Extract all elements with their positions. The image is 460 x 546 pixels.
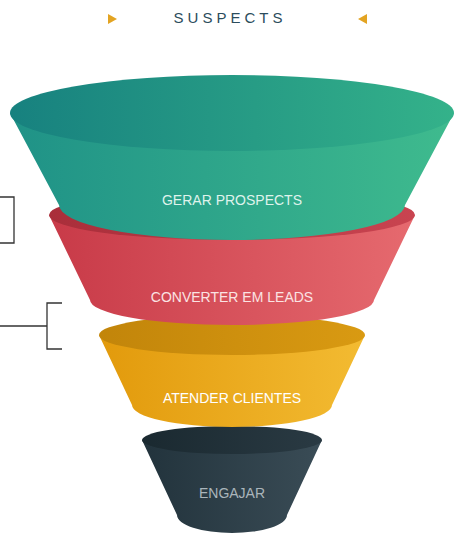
funnel-band: GERAR PROSPECTS <box>10 75 454 240</box>
bracket <box>0 197 14 243</box>
bracket <box>47 303 62 349</box>
band-shape <box>99 315 365 427</box>
band-label: GERAR PROSPECTS <box>162 191 302 209</box>
funnel-band: ATENDER CLIENTES <box>99 315 365 427</box>
band-label: ENGAJAR <box>199 484 265 502</box>
stage-heading: SUSPECTS <box>0 9 460 27</box>
band-top <box>99 315 365 355</box>
band-top <box>10 75 454 151</box>
band-top <box>49 190 415 240</box>
band-shape <box>10 75 454 240</box>
stage-label: SUSPECTS <box>174 9 287 26</box>
funnel-band: ENGAJAR <box>142 426 322 533</box>
band-label: ATENDER CLIENTES <box>163 389 301 407</box>
band-label: CONVERTER EM LEADS <box>151 288 313 306</box>
pointer-triangle <box>358 14 367 24</box>
leader-line <box>0 325 47 326</box>
band-top <box>142 426 322 454</box>
band-shape <box>142 426 322 533</box>
pointer-triangle <box>108 14 117 24</box>
